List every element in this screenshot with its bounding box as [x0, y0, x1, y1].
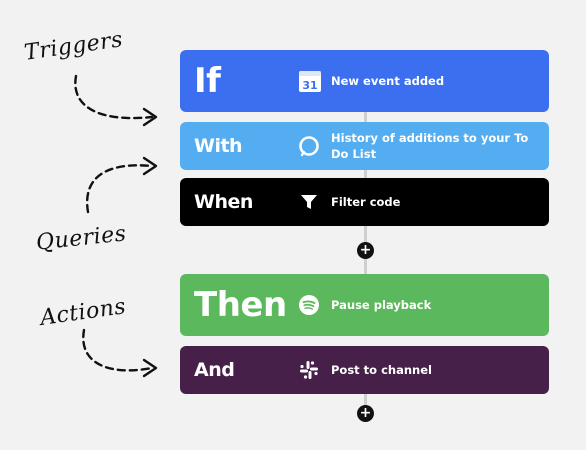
step-card-when[interactable]: When Filter code — [180, 178, 549, 226]
slack-icon — [298, 359, 320, 381]
add-step-button[interactable]: + — [357, 405, 374, 422]
spotify-icon — [298, 294, 320, 316]
step-card-and[interactable]: And Post to channel — [180, 346, 549, 394]
step-card-if[interactable]: If 31 New event added — [180, 50, 549, 112]
step-keyword: And — [194, 359, 235, 381]
calendar-day-text: 31 — [302, 79, 317, 92]
alexa-ring-icon — [298, 135, 320, 157]
step-keyword: Then — [194, 285, 287, 325]
step-service-text: Pause playback — [331, 298, 432, 312]
filter-icon — [298, 191, 320, 213]
add-step-button[interactable]: + — [357, 242, 374, 259]
calendar-icon: 31 — [298, 69, 322, 93]
step-service-text: New event added — [331, 74, 445, 88]
step-service-text: Filter code — [331, 195, 401, 209]
step-keyword: With — [194, 135, 243, 157]
step-card-with[interactable]: With History of additions to your To Do … — [180, 122, 549, 170]
step-service-text: Post to channel — [331, 363, 432, 377]
step-service-text: History of additions to your To Do List — [331, 131, 529, 161]
step-card-then[interactable]: Then Pause playback — [180, 274, 549, 336]
step-keyword: If — [194, 61, 221, 101]
step-keyword: When — [194, 191, 253, 213]
connector-line-bottom — [364, 390, 367, 414]
